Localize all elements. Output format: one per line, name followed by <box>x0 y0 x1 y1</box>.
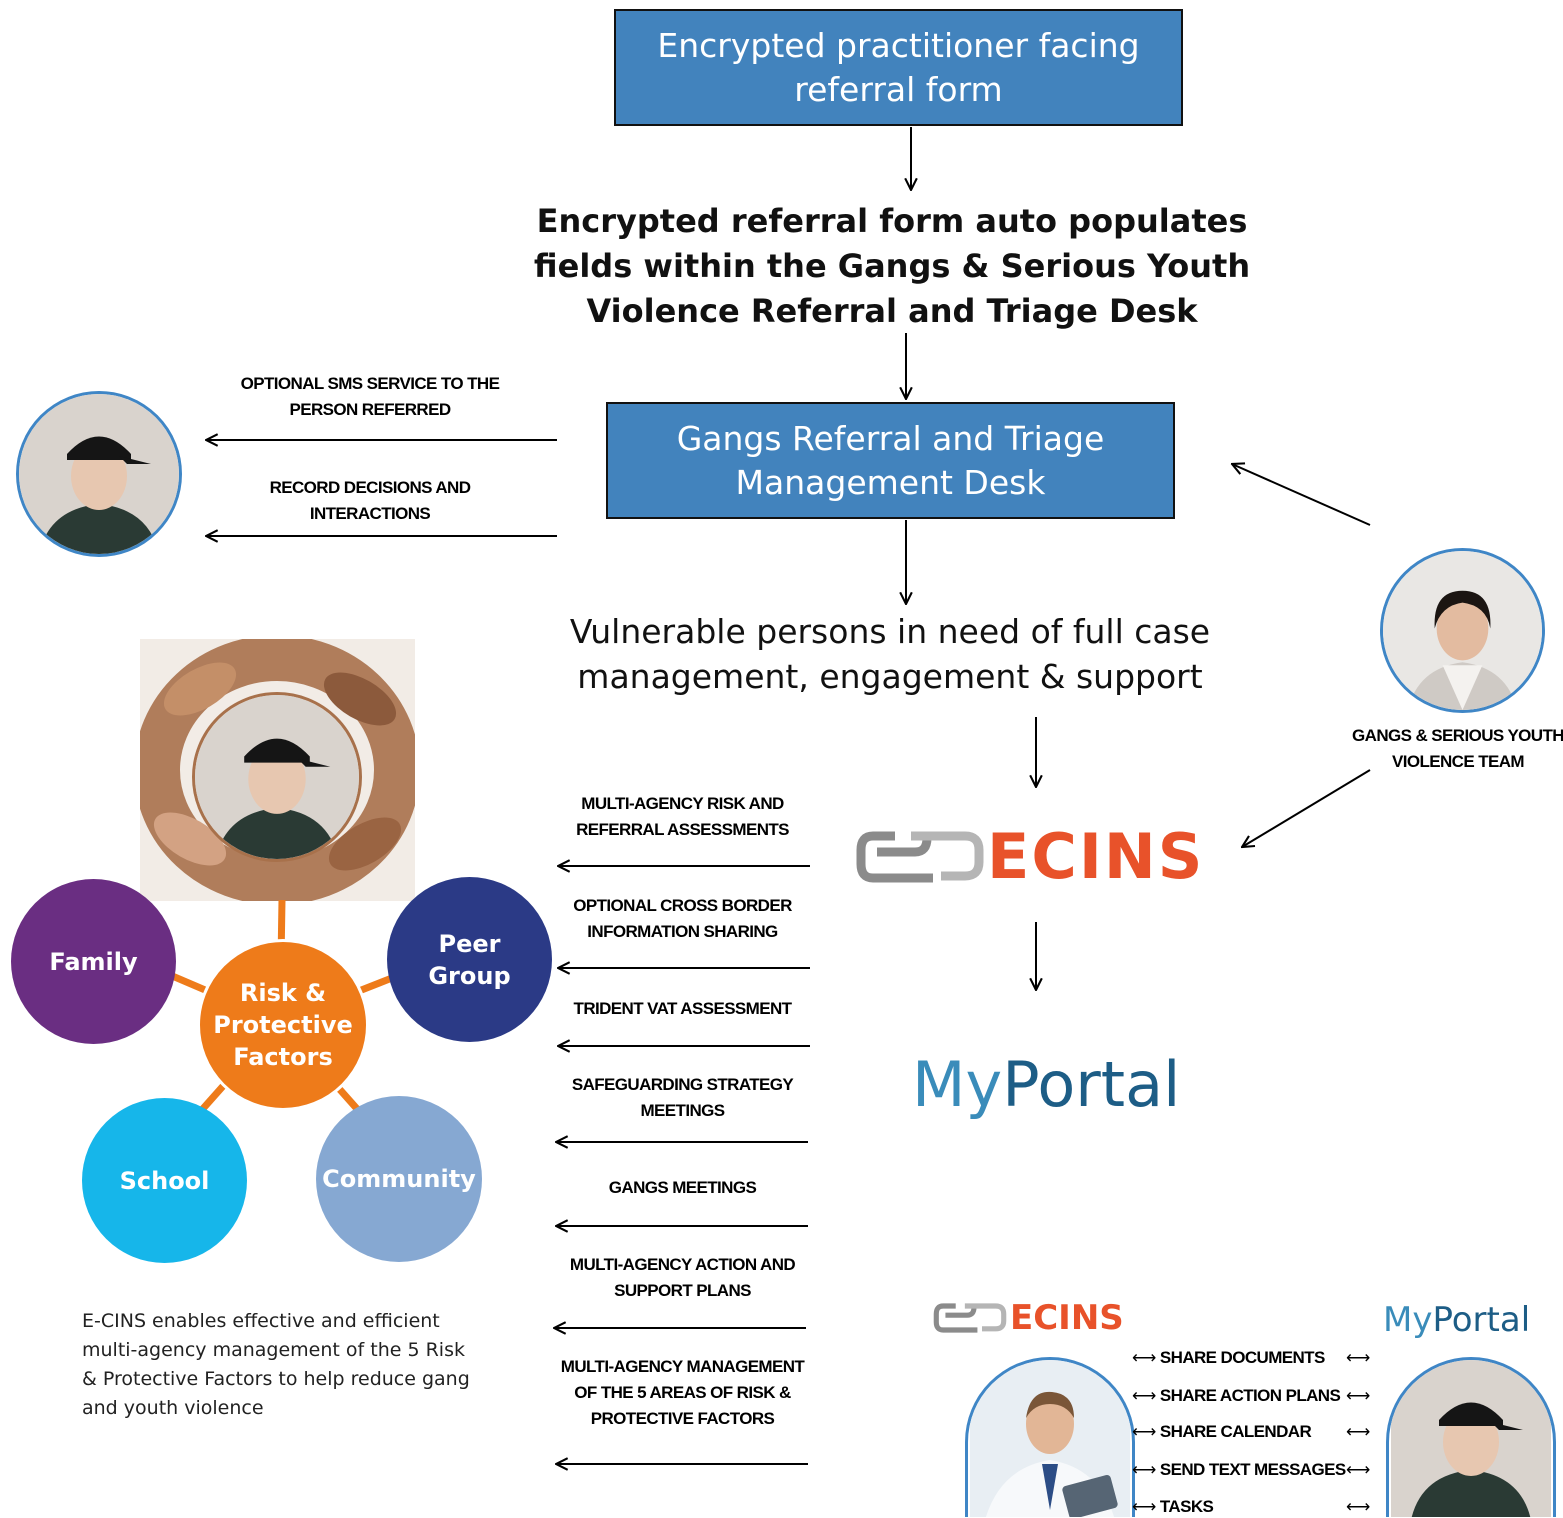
young-person-bottom-icon <box>1391 1360 1551 1517</box>
share-item-label: SHARE CALENDAR <box>1159 1422 1312 1441</box>
sms-service-label: OPTIONAL SMS SERVICE TO THE PERSON REFER… <box>240 374 500 419</box>
ecins-logo-large: ECINS <box>855 822 1202 892</box>
family-label: Family <box>49 947 138 976</box>
share-item-2: ⟷ SHARE ACTION PLANS <box>1132 1385 1341 1407</box>
share-item-1: ⟷ SHARE DOCUMENTS <box>1132 1347 1325 1369</box>
referral-form-text: Encrypted practitioner facing referral f… <box>657 25 1140 109</box>
myportal-small-portal: Portal <box>1432 1300 1531 1340</box>
practitioner-avatar <box>965 1357 1135 1517</box>
triage-desk-text: Gangs Referral and Triage Management Des… <box>676 418 1105 502</box>
triage-desk-box: Gangs Referral and Triage Management Des… <box>606 402 1175 519</box>
share-item-4: ⟷ SEND TEXT MESSAGES <box>1132 1459 1346 1481</box>
referral-form-box: Encrypted practitioner facing referral f… <box>614 9 1183 126</box>
mid-label-4: SAFEGUARDING STRATEGY MEETINGS <box>571 1075 794 1120</box>
double-arrow-right-4: ⟷ <box>1346 1460 1370 1479</box>
double-arrow-right-2: ⟷ <box>1346 1386 1370 1405</box>
risk-protective-circle: Risk & Protective Factors <box>197 939 369 1111</box>
double-arrow-icon: ⟷ <box>1132 1460 1156 1479</box>
peer-group-label: Peer Group <box>428 929 511 990</box>
myportal-logo-small: MyPortal <box>1383 1298 1553 1342</box>
mid-label-3: TRIDENT VAT ASSESSMENT <box>573 999 792 1018</box>
share-item-label: SEND TEXT MESSAGES <box>1159 1460 1346 1479</box>
team-member-icon <box>1383 551 1542 710</box>
ecins-logo-small: ECINS <box>930 1298 1140 1338</box>
peer-group-circle: Peer Group <box>387 877 552 1042</box>
mid-label-1: MULTI-AGENCY RISK AND REFERRAL ASSESSMEN… <box>576 794 789 839</box>
vulnerable-persons-text: Vulnerable persons in need of full case … <box>569 612 1211 696</box>
mid-label-2: OPTIONAL CROSS BORDER INFORMATION SHARIN… <box>573 896 792 941</box>
young-person-avatar-left <box>16 391 182 557</box>
share-item-label: SHARE DOCUMENTS <box>1159 1348 1325 1367</box>
family-circle: Family <box>11 879 176 1044</box>
myportal-logo-large: MyPortal <box>912 1050 1202 1130</box>
ecins-description: E-CINS enables effective and efficient m… <box>82 1310 470 1419</box>
ecins-logo-text: ECINS <box>987 820 1205 893</box>
arrow-team-to-triage <box>1232 464 1371 526</box>
mid-label-6: MULTI-AGENCY ACTION AND SUPPORT PLANS <box>569 1255 796 1300</box>
young-person-icon <box>19 394 179 554</box>
share-item-5: ⟷ TASKS <box>1132 1496 1214 1518</box>
record-decisions-label: RECORD DECISIONS AND INTERACTIONS <box>269 478 471 523</box>
community-circle: Community <box>316 1096 482 1262</box>
young-person-avatar-center <box>192 692 362 862</box>
double-arrow-icon: ⟷ <box>1132 1386 1156 1405</box>
myportal-my: My <box>912 1048 1003 1121</box>
young-person-avatar-bottom <box>1386 1357 1556 1517</box>
mid-label-7: MULTI-AGENCY MANAGEMENT OF THE 5 AREAS O… <box>560 1357 805 1428</box>
myportal-small-my: My <box>1383 1300 1433 1340</box>
share-item-label: TASKS <box>1159 1497 1214 1516</box>
double-arrow-right-3: ⟷ <box>1346 1422 1370 1441</box>
double-arrow-right-1: ⟷ <box>1346 1348 1370 1367</box>
community-label: Community <box>322 1165 476 1193</box>
double-arrow-icon: ⟷ <box>1132 1422 1156 1441</box>
risk-protective-label: Risk & Protective Factors <box>213 979 353 1071</box>
ecins-chain-icon <box>856 831 984 883</box>
arrow-team-to-ecins <box>1242 769 1371 847</box>
double-arrow-right-5: ⟷ <box>1346 1497 1370 1516</box>
practitioner-icon <box>970 1360 1130 1517</box>
share-item-3: ⟷ SHARE CALENDAR <box>1132 1421 1312 1443</box>
ecins-chain-small-icon <box>933 1303 1007 1333</box>
school-circle: School <box>82 1098 247 1263</box>
school-label: School <box>119 1166 210 1195</box>
double-arrow-icon: ⟷ <box>1132 1348 1156 1367</box>
double-arrow-icon: ⟷ <box>1132 1497 1156 1516</box>
young-person-center-icon <box>195 695 359 859</box>
share-item-label: SHARE ACTION PLANS <box>1159 1386 1341 1405</box>
team-member-avatar <box>1380 548 1545 713</box>
ecins-logo-small-text: ECINS <box>1010 1298 1124 1338</box>
myportal-portal: Portal <box>1002 1048 1181 1121</box>
mid-label-5: GANGS MEETINGS <box>608 1178 757 1197</box>
team-label: GANGS & SERIOUS YOUTH VIOLENCE TEAM <box>1352 726 1563 771</box>
auto-populate-text: Encrypted referral form auto populates f… <box>533 202 1251 330</box>
